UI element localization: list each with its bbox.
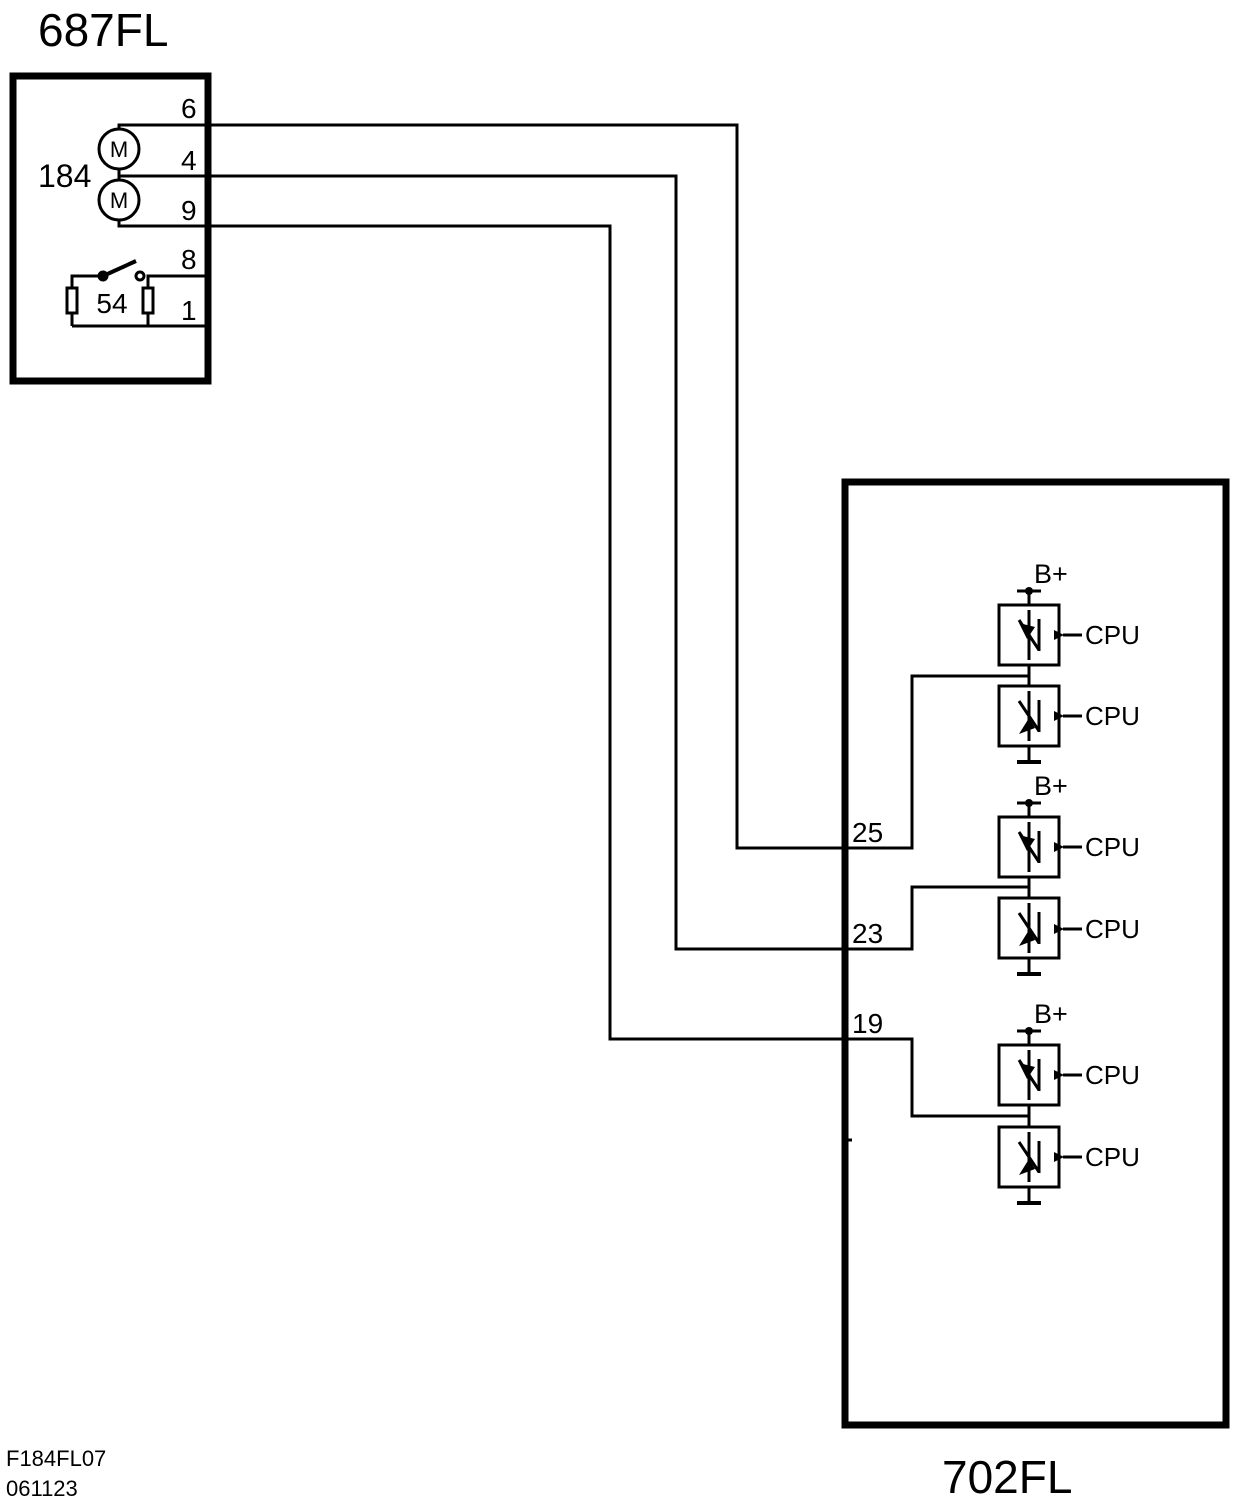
- pin-label-4: 4: [181, 145, 197, 176]
- wire-4-to-23: [205, 174, 1029, 951]
- left-unit-title: 687FL: [38, 4, 168, 56]
- right-unit-title: 702FL: [942, 1451, 1072, 1503]
- cpu-label: CPU: [1085, 832, 1140, 862]
- interconnect-wires: [205, 123, 1029, 1118]
- cpu-label: CPU: [1085, 620, 1140, 650]
- half-bridge-1: [997, 585, 1082, 764]
- half-bridge-3: [997, 1025, 1082, 1205]
- pin-label-19: 19: [852, 1008, 883, 1039]
- pin-label-23: 23: [852, 918, 883, 949]
- wire-6-to-25: [205, 123, 1029, 850]
- drawing-date: 061123: [6, 1476, 78, 1501]
- half-bridge-2: [997, 797, 1082, 976]
- pin-label-25: 25: [852, 817, 883, 848]
- pin-label-6: 6: [181, 93, 197, 124]
- component-label-184: 184: [38, 158, 91, 194]
- cpu-label: CPU: [1085, 1060, 1140, 1090]
- pin-label-9: 9: [181, 195, 197, 226]
- drawing-code: F184FL07: [6, 1446, 106, 1471]
- left-unit-box: [9, 72, 212, 385]
- motor-wiring: [117, 123, 205, 228]
- motor-upper-symbol: M: [110, 137, 128, 162]
- pin-label-8: 8: [181, 244, 197, 275]
- right-unit-box: [841, 478, 1230, 1429]
- motor-lower: M: [97, 178, 141, 222]
- switch-label-54: 54: [96, 288, 127, 319]
- supply-label-b-plus: B+: [1034, 559, 1068, 589]
- cpu-label: CPU: [1085, 701, 1140, 731]
- supply-label-b-plus: B+: [1034, 999, 1068, 1029]
- cpu-label: CPU: [1085, 1142, 1140, 1172]
- supply-label-b-plus: B+: [1034, 771, 1068, 801]
- cpu-label: CPU: [1085, 914, 1140, 944]
- motor-upper: M: [97, 127, 141, 171]
- switch-54: [65, 259, 205, 328]
- wire-9-to-19: [205, 224, 1029, 1118]
- pin-label-1: 1: [181, 295, 197, 326]
- motor-lower-symbol: M: [110, 188, 128, 213]
